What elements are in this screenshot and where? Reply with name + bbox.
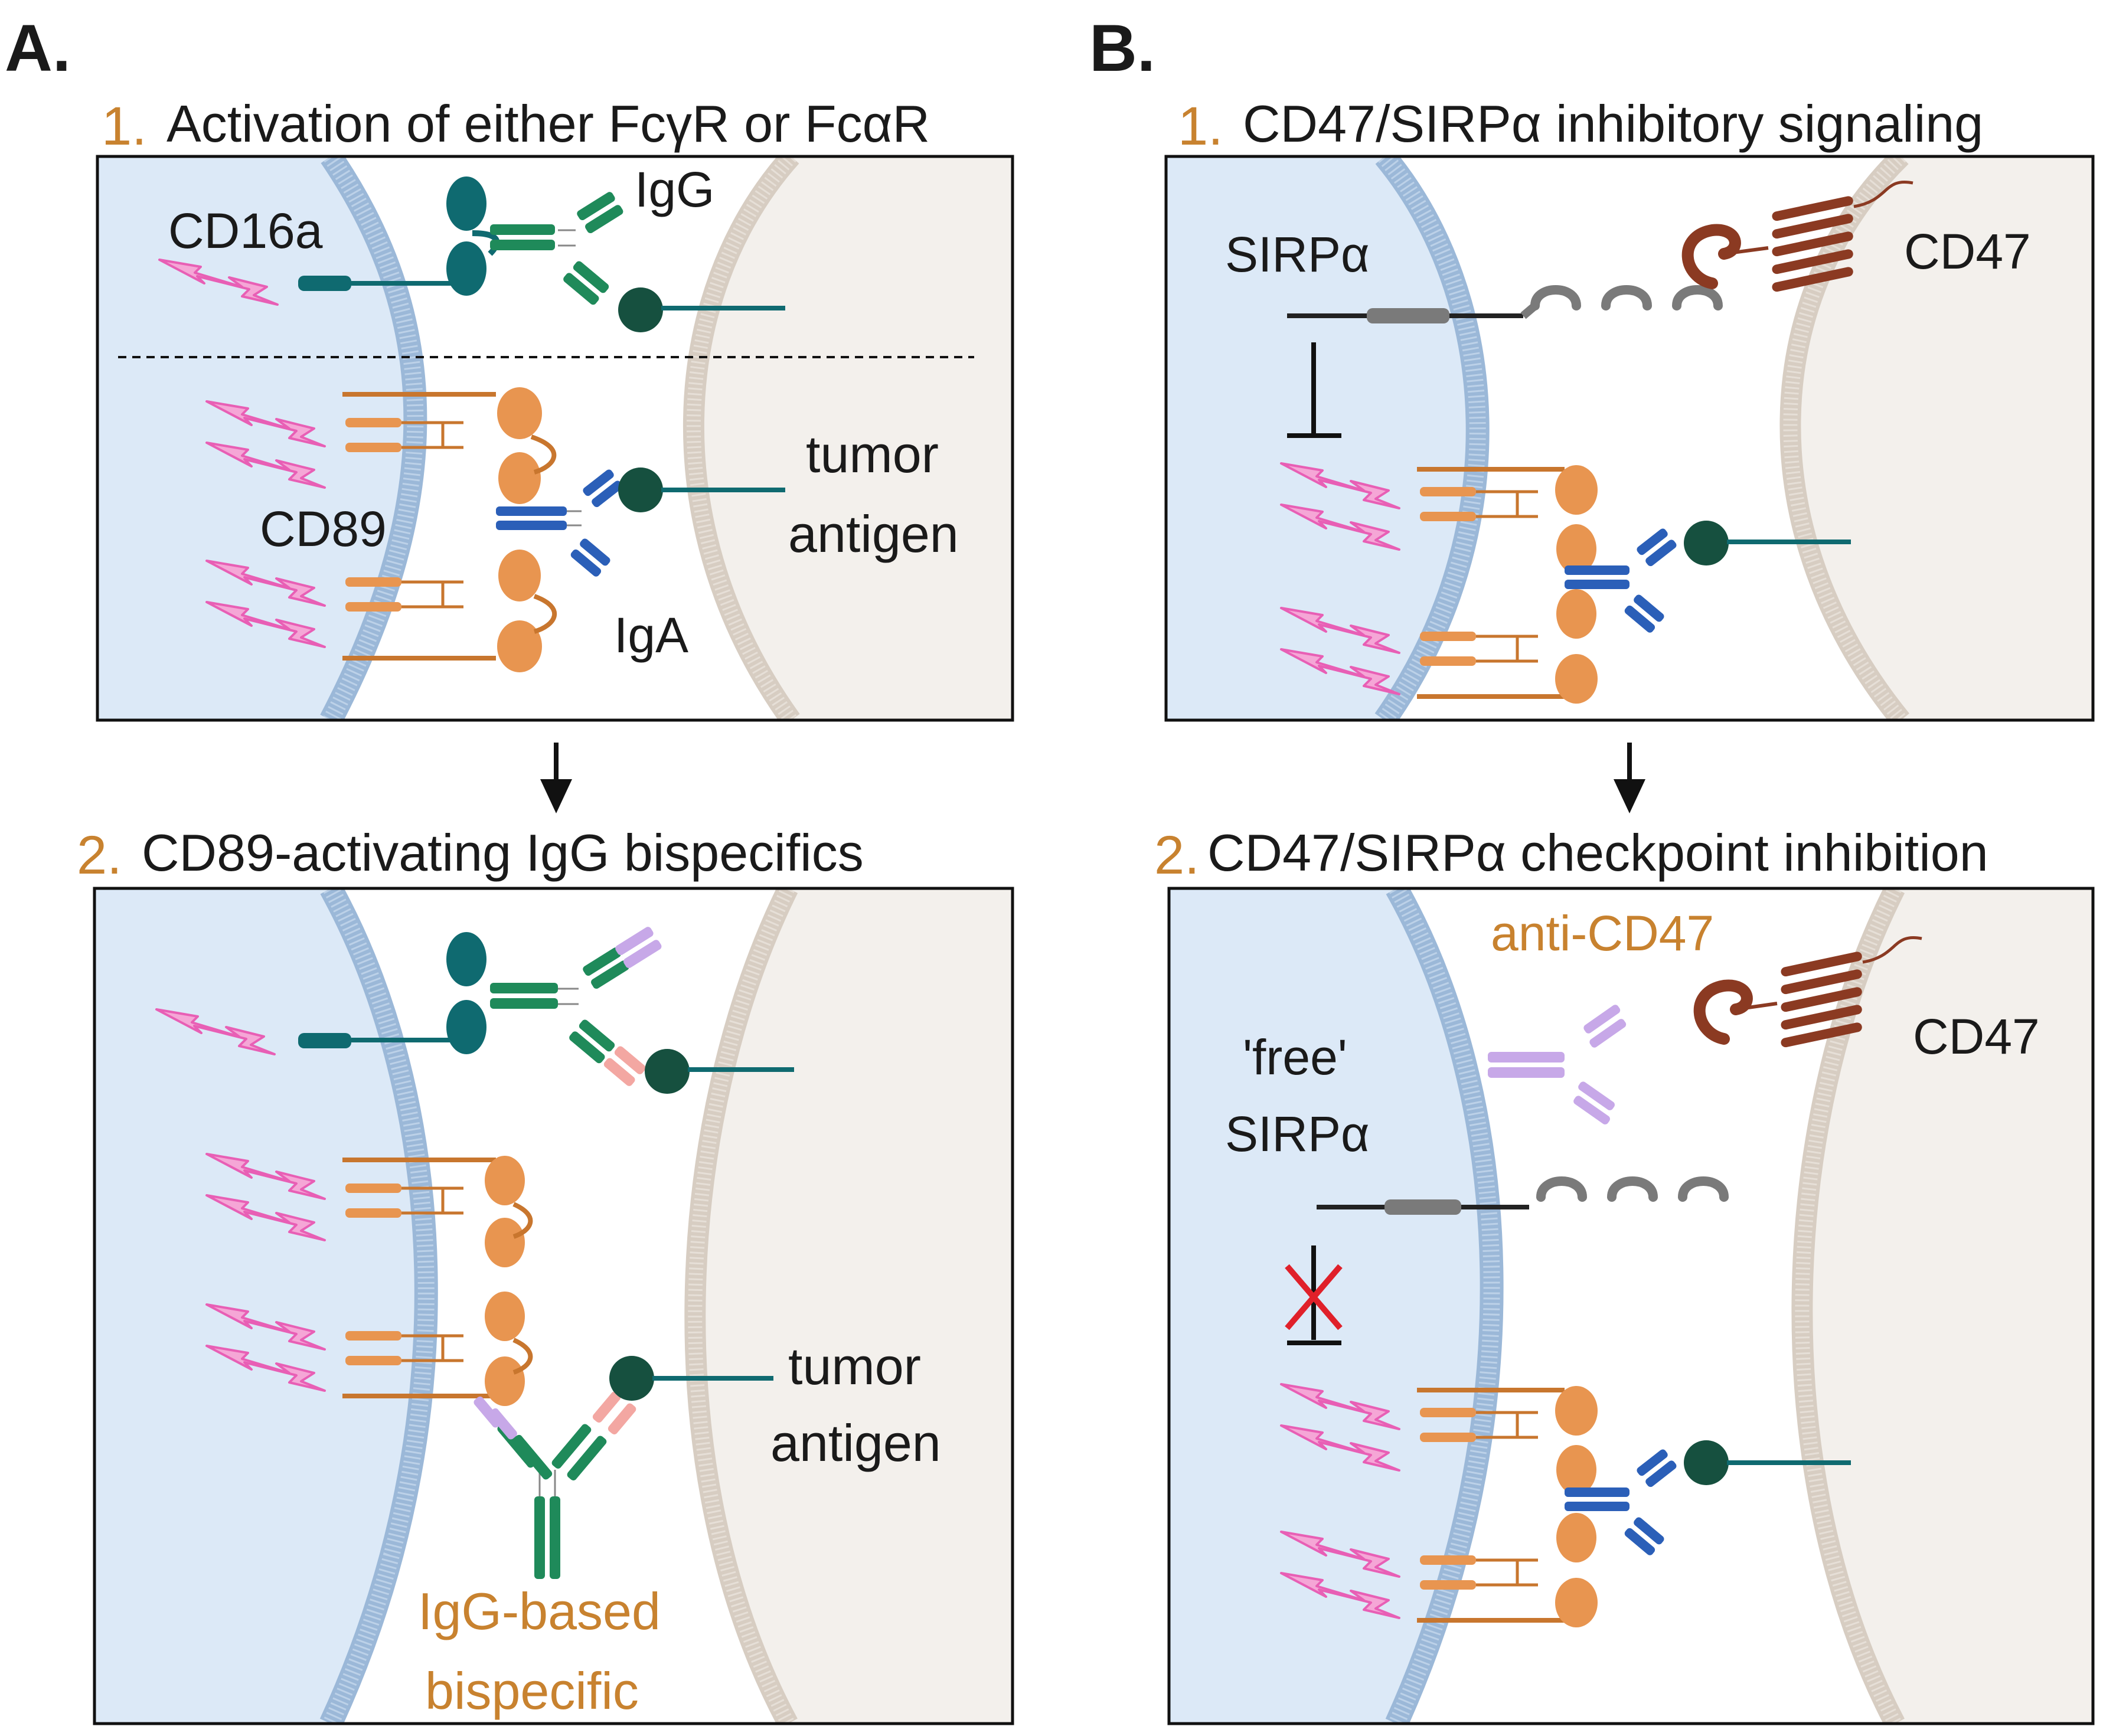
- blocked-inhibition-icon: [1285, 1245, 1343, 1345]
- cd89-receptor-b2: [1417, 1386, 1598, 1627]
- iga-antibody-b2: [1565, 1440, 1851, 1557]
- label-igg-based: IgG-based: [418, 1582, 661, 1640]
- label-tumor-2: tumor: [788, 1337, 921, 1395]
- label-bispecific: bispecific: [425, 1662, 639, 1720]
- panel-b-step1-title: CD47/SIRPα inhibitory signaling: [1243, 94, 1983, 153]
- panel-b-step2-title: CD47/SIRPα checkpoint inhibition: [1207, 823, 1988, 882]
- label-sirpa: SIRPα: [1225, 227, 1370, 282]
- label-tumor-1: tumor: [806, 425, 939, 483]
- label-cd89: CD89: [260, 501, 387, 557]
- label-cd47-1: CD47: [1904, 224, 2031, 279]
- cd47-ligand-2: [1693, 936, 1922, 1048]
- label-anti-cd47: anti-CD47: [1491, 905, 1714, 961]
- cd89-receptor-2: [342, 1156, 533, 1406]
- tumor-antigen-3: [645, 1049, 794, 1094]
- label-antigen-2: antigen: [770, 1414, 941, 1472]
- cd47-ligand: [1681, 181, 1913, 293]
- igg-bispecific-bottom: [473, 1391, 636, 1579]
- label-cd16a: CD16a: [168, 203, 323, 259]
- tumor-antigen-2: [618, 467, 785, 512]
- label-free: 'free': [1243, 1029, 1347, 1085]
- arrow-down-icon: [1614, 743, 1645, 813]
- sirpa-receptor-free: [1317, 1181, 1724, 1215]
- tumor-antigen-4: [609, 1356, 773, 1401]
- igg-bispecific-top: [490, 925, 663, 1086]
- arrow-down-icon: [540, 743, 572, 813]
- anti-cd47-antibody: [1488, 1005, 1627, 1124]
- panel-b-letter: B.: [1089, 11, 1155, 85]
- panel-a-box2: [93, 887, 1014, 1725]
- panel-a-step2-title: CD89-activating IgG bispecifics: [142, 823, 864, 882]
- cd89-receptor: [342, 387, 557, 672]
- label-igg: IgG: [635, 162, 714, 217]
- inhibition-symbol-icon: [1287, 342, 1341, 438]
- panel-a-step1-number: 1.: [102, 96, 147, 156]
- panel-a-letter: A.: [5, 11, 71, 85]
- sirpa-receptor: [1287, 290, 1718, 323]
- iga-antibody-b1: [1565, 521, 1851, 635]
- label-sirpa-2: SIRPα: [1225, 1106, 1370, 1162]
- cd16a-receptor-2: [298, 932, 486, 1054]
- iga-antibody: [496, 468, 624, 578]
- cd89-receptor-b1: [1417, 465, 1598, 704]
- panel-b-step2-number: 2.: [1154, 825, 1200, 885]
- label-iga: IgA: [614, 607, 688, 663]
- tumor-antigen-1: [618, 287, 785, 332]
- panel-b-step1-number: 1.: [1178, 96, 1223, 156]
- label-antigen-1: antigen: [788, 505, 959, 563]
- cd16a-receptor: [298, 176, 500, 296]
- label-cd47-2: CD47: [1913, 1009, 2040, 1064]
- igg-antibody: IgG: [490, 162, 714, 306]
- panel-a-step1-title: Activation of either FcγR or FcαR: [166, 94, 930, 153]
- panel-a-step2-number: 2.: [77, 825, 122, 885]
